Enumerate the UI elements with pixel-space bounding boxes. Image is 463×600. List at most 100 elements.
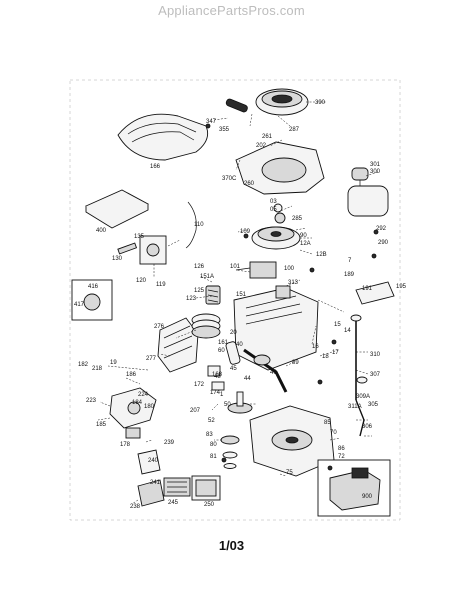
choke-bracket (137, 449, 161, 475)
label-60: 60 (218, 348, 225, 354)
air-filter-inset (71, 279, 113, 321)
label-182: 182 (78, 362, 89, 368)
label-417: 417 (74, 302, 85, 308)
label-400: 400 (96, 228, 107, 234)
governor-link (185, 201, 197, 249)
label-126: 126 (194, 264, 205, 270)
label-184: 184 (132, 400, 143, 406)
label-86: 86 (338, 446, 345, 452)
label-285: 285 (292, 216, 303, 222)
label-310: 310 (370, 352, 381, 358)
muffler (157, 317, 199, 373)
label-390: 390 (315, 100, 326, 106)
fuel-tank (347, 167, 389, 217)
engine-cover (117, 113, 209, 161)
label-239: 239 (164, 440, 175, 446)
label-100: 100 (284, 266, 295, 272)
label-186: 186 (126, 372, 137, 378)
label-313: 313 (288, 280, 299, 286)
label-347: 347 (206, 119, 217, 125)
label-276: 276 (154, 324, 165, 330)
exhaust-gaskets (207, 365, 225, 391)
control-bracket (355, 281, 395, 305)
connecting-rod (225, 341, 241, 365)
label-370C: 370C (222, 176, 237, 182)
label-81: 81 (210, 454, 217, 460)
air-filter (85, 189, 149, 229)
label-7: 7 (348, 258, 352, 264)
label-245: 245 (168, 500, 179, 506)
label-03: 03 (270, 199, 277, 205)
label-178: 178 (120, 442, 131, 448)
label-16: 16 (312, 344, 319, 350)
label-309A: 309A (356, 394, 370, 400)
dipstick-tube (350, 314, 362, 400)
piston (191, 313, 221, 339)
label-151A: 151A (200, 274, 214, 280)
label-125: 125 (194, 288, 205, 294)
diagram-frame (69, 79, 401, 521)
carburetor (109, 387, 157, 439)
label-83: 83 (206, 432, 213, 438)
misc-hardware (205, 123, 379, 471)
label-80: 80 (210, 442, 217, 448)
label-19: 19 (110, 360, 117, 366)
filter-element-250 (191, 475, 221, 501)
label-238: 238 (130, 504, 141, 510)
label-202: 202 (256, 143, 267, 149)
label-72: 72 (338, 454, 345, 460)
label-40: 40 (236, 342, 243, 348)
label-195: 195 (396, 284, 407, 290)
label-301: 301 (370, 162, 381, 168)
label-290: 290 (378, 240, 389, 246)
blower-housing (235, 141, 325, 195)
label-15: 15 (334, 322, 341, 328)
label-52: 52 (208, 418, 215, 424)
label-1: 1 (220, 392, 224, 398)
label-900: 900 (362, 494, 373, 500)
label-261: 261 (262, 134, 273, 140)
page-number: 1/03 (218, 538, 245, 553)
muffler-guard (137, 479, 165, 507)
label-174: 174 (210, 390, 221, 396)
label-207: 207 (190, 408, 201, 414)
label-90: 90 (300, 233, 307, 239)
starter-handle (225, 98, 248, 113)
label-416: 416 (88, 284, 99, 290)
label-85: 85 (324, 420, 331, 426)
label-292-upper: 292 (376, 226, 387, 232)
filter-element-245 (163, 477, 191, 497)
label-120: 120 (136, 278, 147, 284)
label-168: 168 (212, 372, 223, 378)
label-189: 189 (344, 272, 355, 278)
label-355: 355 (219, 127, 230, 133)
label-161: 161 (218, 340, 229, 346)
label-300: 300 (370, 169, 381, 175)
label-18: 18 (322, 354, 329, 360)
label-12B: 12B (316, 252, 327, 258)
label-191: 191 (362, 286, 373, 292)
label-151: 151 (236, 292, 247, 298)
label-305: 305 (368, 402, 379, 408)
label-123: 123 (186, 296, 197, 302)
timing-gear (220, 435, 240, 469)
watermark-text: AppliancePartsPros.com (158, 3, 305, 18)
cylinder-block (233, 285, 319, 371)
flywheel (251, 226, 301, 250)
label-14: 14 (344, 328, 351, 334)
label-05: 05 (270, 207, 277, 213)
part-number-labels: 390 347 355 287 166 261 202 370C 260 301… (74, 100, 407, 510)
label-17: 17 (332, 350, 339, 356)
label-180: 180 (144, 404, 155, 410)
label-277: 277 (146, 356, 157, 362)
camshaft-gear (227, 391, 253, 414)
label-12A: 12A (300, 241, 311, 247)
label-224: 224 (138, 392, 149, 398)
label-166: 166 (150, 164, 161, 170)
recoil-starter (255, 88, 309, 116)
label-306: 306 (362, 424, 373, 430)
label-70: 70 (330, 430, 337, 436)
label-218: 218 (92, 366, 103, 372)
intake-manifold (139, 235, 167, 265)
label-311A: 311A (348, 404, 362, 410)
